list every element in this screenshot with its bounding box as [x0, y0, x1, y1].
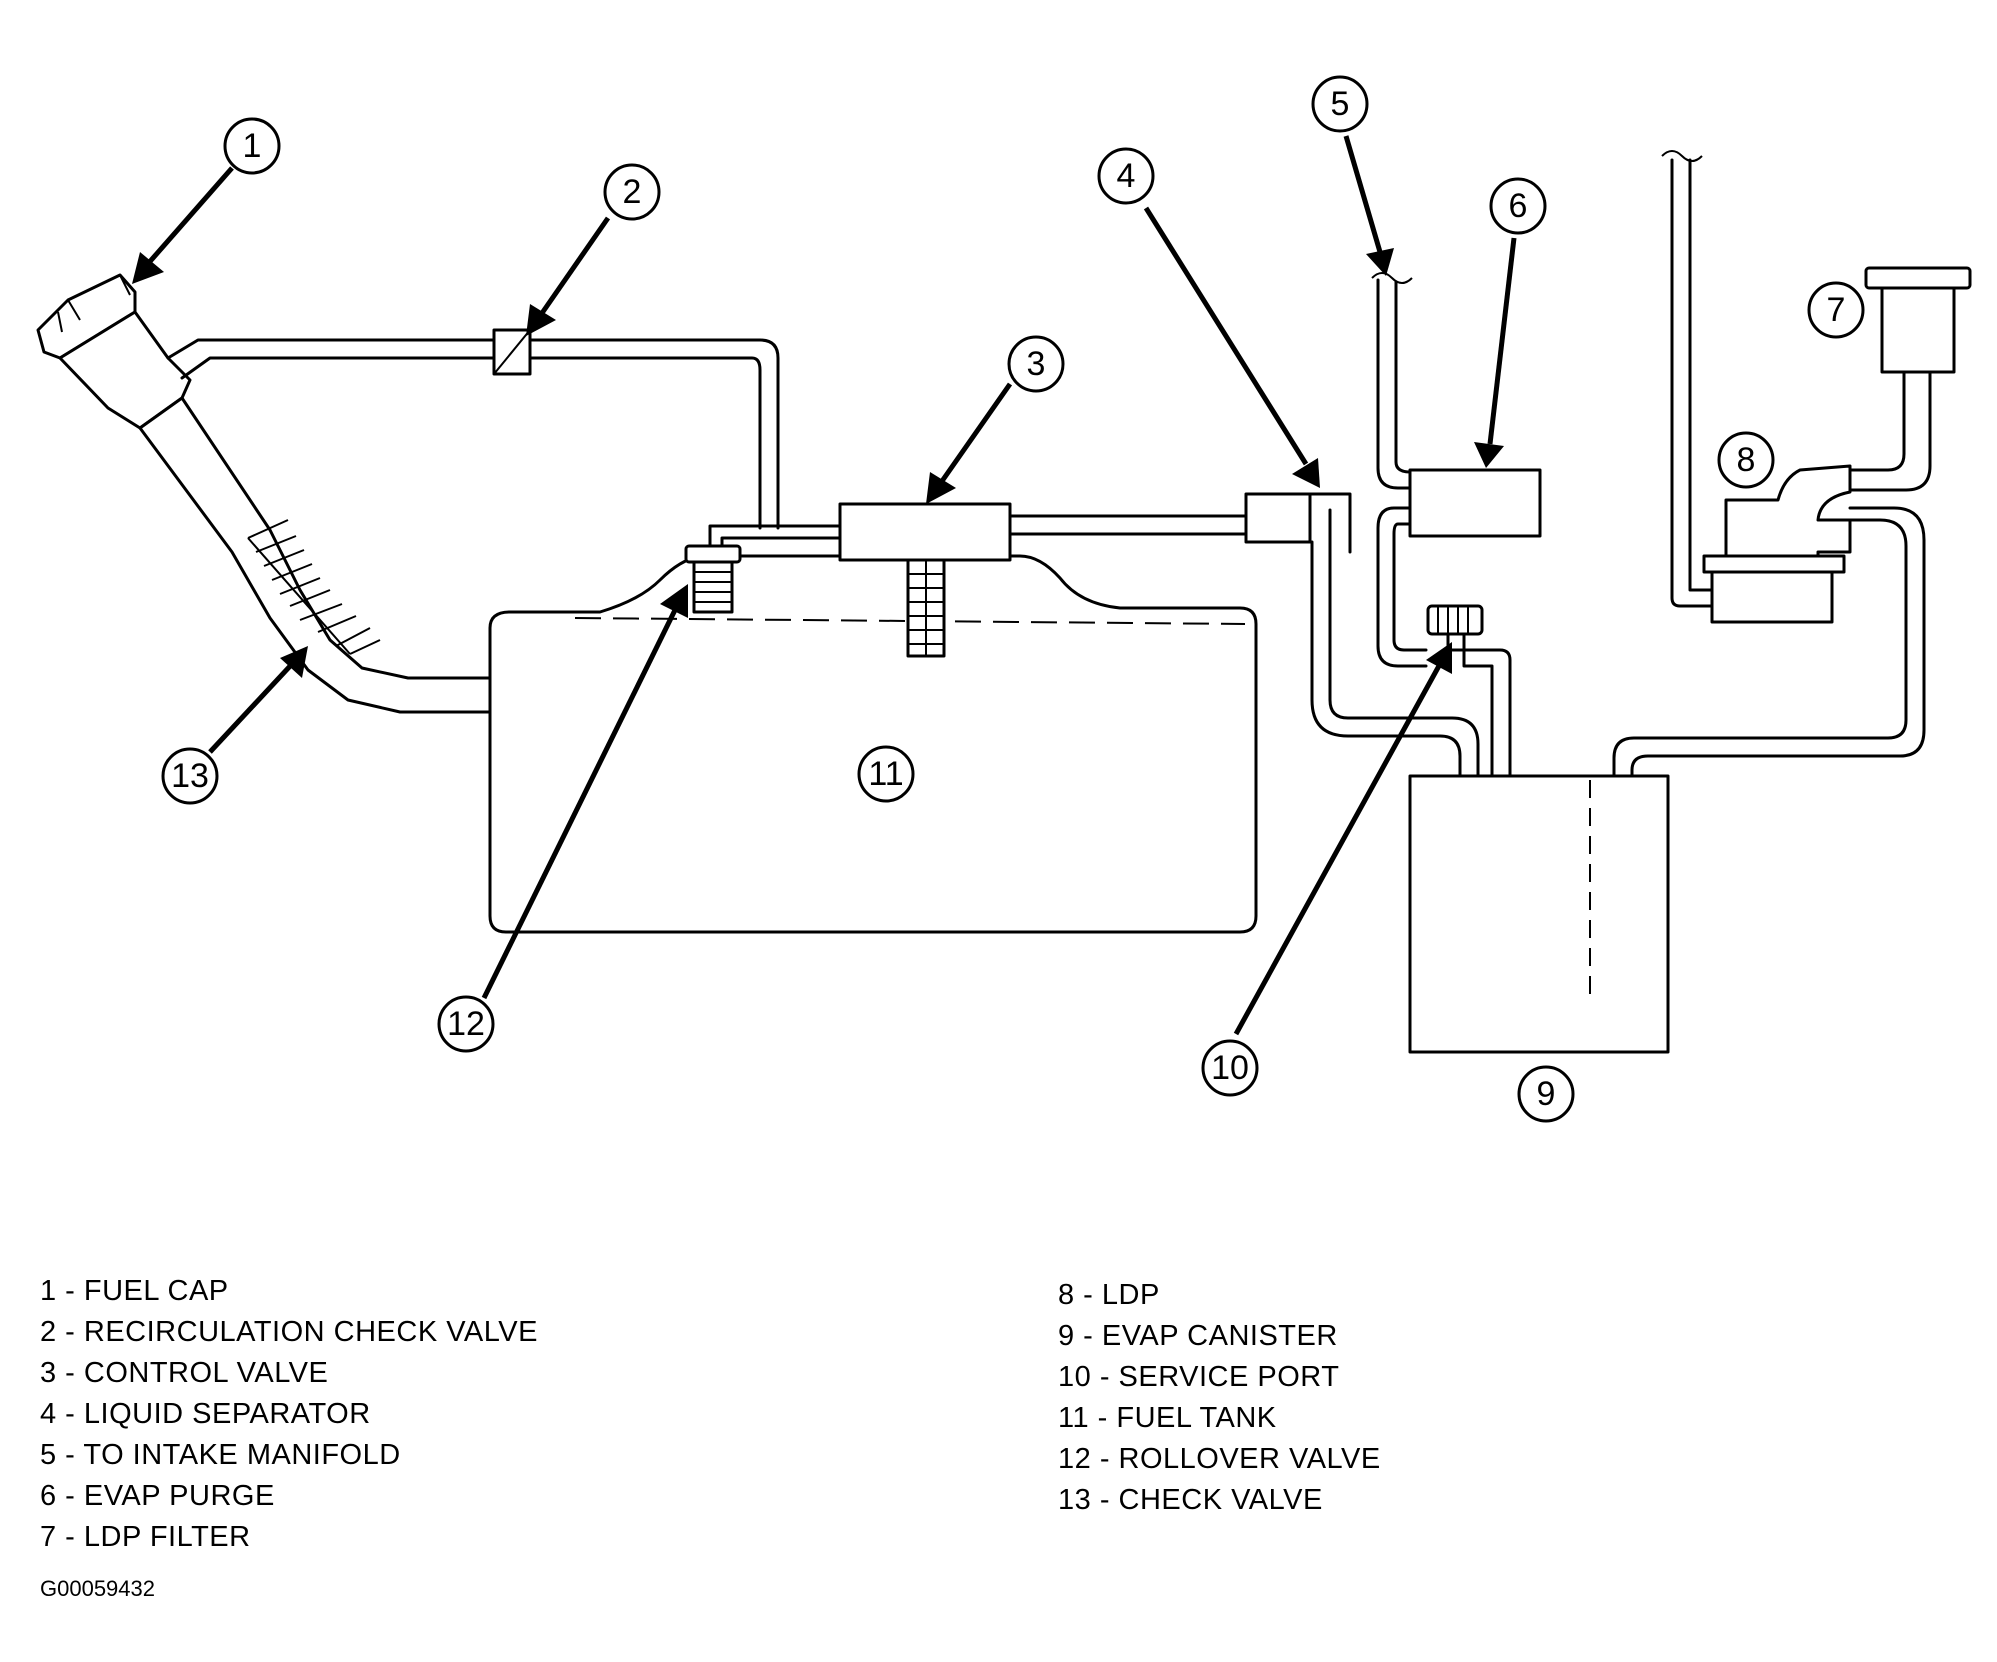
evap-purge-shape — [1408, 468, 1542, 538]
evap-canister — [1408, 774, 1670, 1054]
ldp-filter-cap — [1864, 266, 1972, 290]
filler-body — [58, 310, 192, 430]
callout-1-label: 1 — [243, 127, 262, 165]
callout-4-label: 4 — [1117, 157, 1136, 195]
fuel-tank — [488, 554, 1258, 934]
ldp-filter-body — [1880, 286, 1956, 374]
callout-10: 10 — [1201, 1039, 1259, 1097]
service-port-shape — [1426, 604, 1484, 636]
purge-line — [1371, 272, 1542, 668]
fuel-filler-neck — [36, 273, 492, 714]
recirculation-line — [166, 328, 780, 530]
rollover-valve — [684, 524, 842, 614]
callout-9: 9 — [1517, 1065, 1575, 1123]
leader-arrows — [132, 135, 1517, 1036]
callout-8: 8 — [1717, 431, 1775, 489]
callout-2: 2 — [603, 163, 661, 221]
rollover-valve-cap — [684, 544, 742, 564]
ldp-assembly — [1612, 150, 1972, 778]
control-valve-shape — [838, 502, 1012, 562]
callout-3-label: 3 — [1027, 345, 1046, 383]
service-port — [1426, 604, 1512, 778]
evap-canister-shape — [1408, 774, 1670, 1054]
callout-6-label: 6 — [1509, 187, 1528, 225]
callout-4: 4 — [1097, 147, 1155, 205]
callout-5-label: 5 — [1331, 85, 1350, 123]
callout-1: 1 — [223, 117, 281, 175]
callout-12-label: 12 — [447, 1005, 485, 1043]
callout-7: 7 — [1807, 281, 1865, 339]
callout-11-label: 11 — [868, 755, 903, 793]
rollover-valve-body — [692, 560, 734, 614]
callout-7-label: 7 — [1827, 291, 1846, 329]
callout-3: 3 — [1007, 335, 1065, 393]
check-valve-hatch — [247, 519, 381, 655]
callout-12: 12 — [437, 995, 495, 1053]
callout-10-label: 10 — [1211, 1049, 1249, 1087]
callout-13: 13 — [161, 747, 219, 805]
liquid-separator — [1244, 492, 1480, 778]
callout-2-label: 2 — [623, 173, 642, 211]
callout-8-label: 8 — [1737, 441, 1756, 479]
callout-6: 6 — [1489, 177, 1547, 235]
ldp-lower — [1710, 570, 1834, 624]
filler-tube — [138, 396, 492, 714]
liquid-separator-shape — [1244, 492, 1312, 544]
control-valve — [838, 502, 1248, 658]
fuel-tank-shape — [488, 554, 1258, 934]
callout-5: 5 — [1311, 75, 1369, 133]
fuel-cap-shape — [36, 273, 137, 360]
callout-9-label: 9 — [1537, 1075, 1556, 1113]
callout-13-label: 13 — [171, 757, 209, 795]
callout-11: 11 — [857, 745, 915, 803]
ldp-base — [1702, 554, 1846, 574]
ldp-shape — [1724, 464, 1852, 562]
